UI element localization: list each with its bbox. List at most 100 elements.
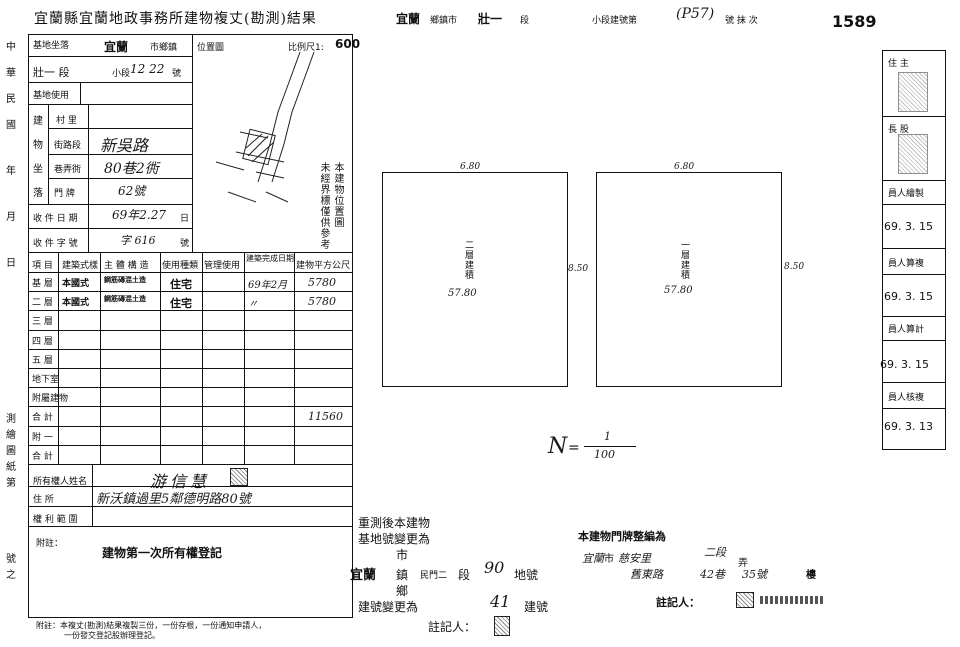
table-row-line (28, 329, 353, 331)
door-change-no: 35號 (742, 568, 767, 581)
table-cell-label: 附 一 (32, 432, 53, 443)
door-change-area: 市 (604, 554, 614, 565)
subsection-label: 小段 (112, 69, 131, 79)
margin-char: 華 (6, 68, 16, 79)
table-cell-label: 地下室 (32, 375, 60, 385)
door-change-signature (760, 596, 824, 604)
remeasure-seal (494, 616, 510, 636)
margin-char: 測 (6, 414, 16, 425)
door-change-title: 本建物門牌整編為 (578, 530, 666, 543)
door-change-seal (736, 592, 754, 608)
table-cell-structure: 鋼筋磚混土造 (104, 276, 146, 284)
table-row-line (28, 406, 353, 408)
remeasure-county: 宜蘭 (350, 568, 377, 583)
remeasure-line1: 重測後本建物 (358, 516, 431, 530)
sidebar-date1: 69. 3. 15 (884, 220, 933, 233)
table-cell-label: 二 層 (32, 298, 53, 309)
floor1-dim-top: 6.80 (674, 162, 695, 172)
land-use-label: 基地使用 (33, 91, 70, 101)
document-number: 1589 (832, 12, 877, 31)
vert-label: 坐 (33, 164, 43, 175)
floor2-dim-top: 6.80 (460, 162, 481, 172)
door-change-section: 二段 (704, 546, 726, 559)
address-label: 住 所 (33, 495, 54, 505)
recv-date-unit: 日 (180, 214, 190, 224)
header-parcel-no: (P57) (676, 6, 715, 22)
table-cell-date: 69年2月 (248, 280, 288, 291)
table-row-line (28, 425, 353, 427)
vert-label: 建 (33, 116, 43, 127)
table-header: 使用種類 (162, 261, 199, 271)
location-sketch (215, 52, 315, 203)
margin-char: 之 (6, 570, 16, 581)
sidebar-occupant-label: 住 主 (888, 59, 909, 69)
footnote-1: 附註：本複丈(勘測)結果複製三份，一份存根，一份通知申請人， (36, 621, 267, 630)
plan-note-1: 本建物位置圖 (332, 162, 343, 228)
remeasure-parcel-label: 地號 (514, 568, 539, 582)
remeasure-line4: 建號變更為 (358, 600, 419, 614)
table-header: 建物平方公尺 (296, 261, 351, 271)
sidebar-staff3-label: 員人算計 (888, 325, 925, 335)
scale-numerator: 1 (604, 430, 611, 443)
table-cell-style: 本國式 (62, 279, 90, 289)
document-title: 宜蘭縣宜蘭地政事務所建物複丈(勘測)結果 (34, 11, 317, 27)
vert-label: 物 (33, 140, 43, 151)
margin-char: 年 (6, 166, 16, 177)
road-label: 街路段 (54, 141, 82, 151)
north-arrow: N (548, 434, 568, 459)
recv-no-label: 收 件 字 號 (33, 239, 78, 249)
equals-sign: = (568, 440, 580, 456)
recv-date-value: 69年2.27 (112, 208, 166, 222)
header-parcel-label: 小段建號第 (592, 16, 638, 26)
sidebar-chief-label: 長 股 (888, 125, 909, 135)
table-row-line (28, 387, 353, 389)
scale-value: 600 (335, 37, 361, 51)
floor1-plan (596, 172, 782, 387)
table-cell-label: 三 層 (32, 317, 53, 328)
floor2-plan (382, 172, 568, 387)
table-row-line (28, 348, 353, 350)
plan-note-2: 未經界標僅供參考 (318, 162, 329, 250)
remeasure-town: 鎮 (396, 568, 409, 582)
door-label: 門 牌 (54, 189, 75, 199)
table-row-line (28, 444, 353, 446)
section-line: 壯一 段 (33, 66, 70, 79)
margin-date-labels: 中 華 民 國 年 月 日 (6, 38, 20, 274)
remeasure-annot-label: 註記人： (428, 620, 477, 634)
table-row-line (28, 368, 353, 369)
survey-form (28, 34, 353, 618)
notes-label: 附註： (36, 539, 64, 549)
sidebar-seal-2 (898, 134, 928, 174)
door-change-floor: 樓 (806, 570, 816, 581)
table-cell-style: 本國式 (62, 298, 90, 309)
sidebar-seal-1 (898, 72, 928, 112)
remeasure-section: 段 (458, 568, 471, 582)
margin-char: 日 (6, 258, 16, 269)
table-header: 建築式樣 (62, 261, 99, 271)
vert-label: 落 (33, 188, 43, 199)
table-cell-label: 基 層 (32, 279, 53, 289)
floor1-label: 一層建積 (679, 240, 689, 280)
table-cell-use: 住宅 (170, 278, 192, 291)
owner-label: 所有權人姓名 (33, 477, 88, 487)
parcel-number: 12 22 (130, 62, 165, 76)
door-value: 62號 (118, 184, 146, 198)
sidebar-staff1-label: 員人繪製 (888, 189, 925, 199)
door-change-village: 慈安里 (618, 552, 651, 565)
header-township: 宜蘭 (396, 12, 421, 26)
table-header: 項 目 (32, 261, 53, 271)
table-cell-label: 合 計 (32, 413, 53, 424)
site-city-unit: 市鄉鎮 (150, 43, 178, 53)
table-row-line (28, 291, 353, 293)
recv-no-value: 字 616 (120, 234, 156, 247)
footnote-2: 一份發交登記股辦理登記。 (64, 631, 160, 640)
floor2-area: 57.80 (448, 288, 477, 299)
rights-label: 權 利 範 圍 (33, 515, 78, 525)
village-label: 村 里 (56, 116, 77, 126)
margin-char: 民 (6, 94, 16, 105)
floor1-dim-right: 8.50 (784, 262, 805, 272)
sidebar-staff2-label: 員人算複 (888, 259, 925, 269)
header-section-unit: 段 (520, 16, 530, 26)
sidebar-date3: 69. 3. 15 (880, 358, 929, 371)
sidebar-staff4-label: 員人核複 (888, 393, 925, 403)
